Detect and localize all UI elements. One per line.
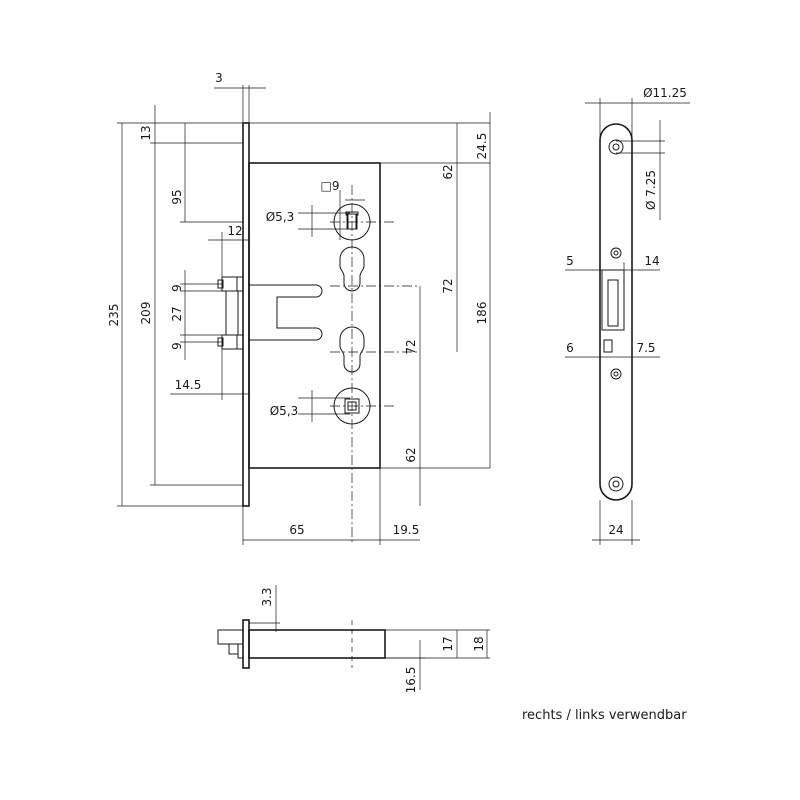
dim-19-5: 19.5 bbox=[393, 523, 420, 537]
internal-channel bbox=[249, 284, 323, 341]
top-view: 3.3 16.5 17 18 bbox=[217, 585, 490, 694]
dim-95: 95 bbox=[170, 189, 184, 204]
dim-235: 235 bbox=[107, 304, 121, 327]
dim-dia-5-3-top: Ø5,3 bbox=[266, 210, 295, 224]
dim-dia-5-3-bottom: Ø5,3 bbox=[270, 404, 299, 418]
dim-dia-7-25: Ø 7.25 bbox=[644, 170, 658, 210]
dim-6: 6 bbox=[566, 341, 574, 355]
dim-72-right: 72 bbox=[441, 278, 455, 293]
dim-24-5: 24.5 bbox=[475, 133, 489, 160]
dim-13: 13 bbox=[139, 125, 153, 140]
dim-3: 3 bbox=[215, 71, 223, 85]
screw-hole-upper bbox=[610, 247, 622, 259]
screw-hole-bottom bbox=[608, 476, 624, 492]
side-view: Ø11.25 Ø 7.25 5 14 6 7.5 24 bbox=[565, 86, 690, 545]
dim-12: 12 bbox=[227, 224, 242, 238]
faceplate bbox=[242, 122, 250, 507]
cylinder-profile-upper bbox=[339, 246, 365, 292]
dim-27: 27 bbox=[170, 306, 184, 321]
dim-5: 5 bbox=[566, 254, 574, 268]
dim-65: 65 bbox=[289, 523, 304, 537]
front-view: 235 209 13 95 9 27 9 3 12 14.5 □9 bbox=[107, 71, 491, 545]
faceplate-outline bbox=[599, 123, 633, 501]
dim-62-top: 62 bbox=[441, 164, 455, 179]
dim-17: 17 bbox=[441, 636, 455, 651]
dim-7-5: 7.5 bbox=[636, 341, 655, 355]
latch-opening bbox=[601, 269, 625, 331]
dim-24: 24 bbox=[608, 523, 623, 537]
dim-72-inner: 72 bbox=[404, 339, 418, 354]
screw-hole-lower bbox=[610, 368, 622, 380]
dim-14: 14 bbox=[644, 254, 659, 268]
lock-case bbox=[248, 162, 381, 469]
screw-hole-top bbox=[608, 139, 624, 155]
dim-9-upper: 9 bbox=[170, 284, 184, 292]
dim-209: 209 bbox=[139, 302, 153, 325]
dim-186: 186 bbox=[475, 302, 489, 325]
dim-18: 18 bbox=[472, 636, 486, 651]
dim-3-3: 3.3 bbox=[260, 587, 274, 606]
dim-62-bottom: 62 bbox=[404, 447, 418, 462]
dim-9-lower: 9 bbox=[170, 342, 184, 350]
dim-16-5: 16.5 bbox=[404, 667, 418, 694]
dim-dia-11-25: Ø11.25 bbox=[643, 86, 687, 100]
usage-note: rechts / links verwendbar bbox=[522, 708, 687, 723]
dim-square-9: □9 bbox=[321, 179, 340, 193]
dim-14-5: 14.5 bbox=[175, 378, 202, 392]
top-view-case bbox=[248, 629, 386, 659]
